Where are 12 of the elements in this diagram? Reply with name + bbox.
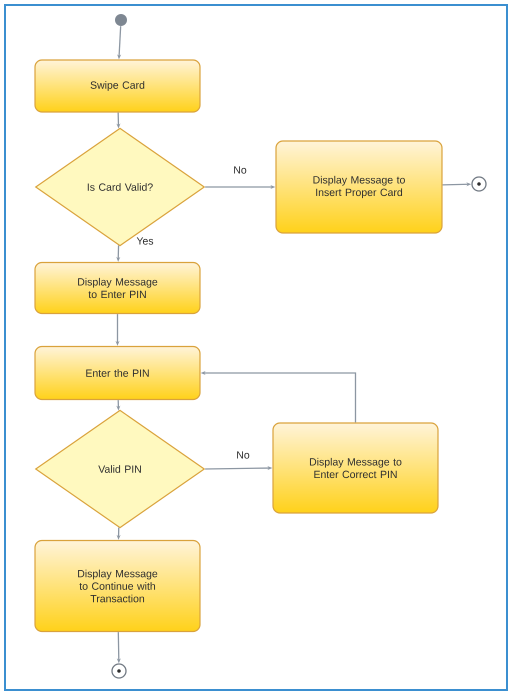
end-node <box>111 663 127 679</box>
process-box: Swipe Card <box>34 59 201 113</box>
process-box: Display Message to Insert Proper Card <box>275 140 443 234</box>
process-box: Display Message to Enter Correct PIN <box>272 422 439 514</box>
start-node <box>115 14 127 26</box>
edge-label: No <box>232 165 248 175</box>
edge-label: No <box>235 450 251 460</box>
process-box: Enter the PIN <box>34 346 201 400</box>
process-box: Display Message to Enter PIN <box>34 262 201 314</box>
end-node <box>471 176 487 192</box>
edge-label: Yes <box>135 236 155 246</box>
process-box: Display Message to Continue with Transaction <box>34 540 201 632</box>
